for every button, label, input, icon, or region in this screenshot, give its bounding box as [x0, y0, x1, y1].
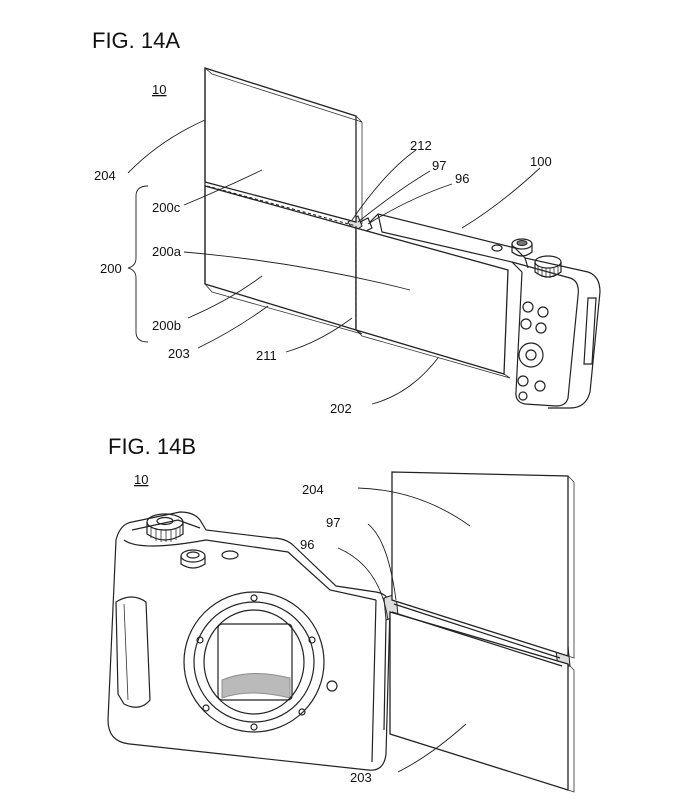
- mode-dial-14b-icon: [146, 513, 184, 542]
- d-pad-icon: [518, 342, 544, 368]
- label-200b: 200b: [152, 318, 181, 333]
- figure-14a: FIG. 14A: [92, 28, 601, 416]
- leaders-14a: [127, 119, 541, 405]
- label-211: 211: [256, 348, 277, 363]
- grip-icon: [583, 297, 597, 365]
- label-10-14a: 10: [152, 82, 166, 97]
- flip-display-14a: [204, 67, 511, 379]
- label-97-14a: 97: [432, 158, 446, 173]
- lens-mount-icon: [183, 591, 325, 733]
- label-203-14a: 203: [168, 346, 190, 361]
- camera-body-rear: [369, 213, 601, 409]
- figure-14b: FIG. 14B 10: [107, 434, 575, 793]
- label-96-14b: 96: [300, 537, 314, 552]
- grip-14b-icon: [115, 596, 151, 708]
- label-200a: 200a: [152, 244, 182, 259]
- label-100: 100: [530, 154, 552, 169]
- fig-14b-title: FIG. 14B: [108, 434, 196, 459]
- shutter-button-14b-icon: [180, 549, 206, 569]
- camera-body-front: [107, 511, 391, 771]
- lens-release-icon: [326, 680, 338, 692]
- label-203-14b: 203: [350, 770, 372, 785]
- label-212: 212: [410, 138, 432, 153]
- flip-display-14b: [389, 471, 575, 793]
- fig-14a-title: FIG. 14A: [92, 28, 180, 53]
- leaders-14b: [337, 487, 471, 773]
- label-200c: 200c: [152, 200, 181, 215]
- label-10-14b: 10: [134, 472, 148, 487]
- control-dial-icon: [534, 255, 562, 278]
- label-200: 200: [100, 261, 122, 276]
- rear-buttons: [517, 301, 549, 401]
- label-204-14a: 204: [94, 168, 116, 183]
- label-202: 202: [330, 401, 352, 416]
- label-204-14b: 204: [302, 482, 324, 497]
- shutter-button-icon: [491, 244, 503, 252]
- label-96-14a: 96: [455, 171, 469, 186]
- mode-dial-icon: [511, 238, 533, 257]
- top-button-icon: [221, 550, 239, 560]
- label-97-14b: 97: [326, 515, 340, 530]
